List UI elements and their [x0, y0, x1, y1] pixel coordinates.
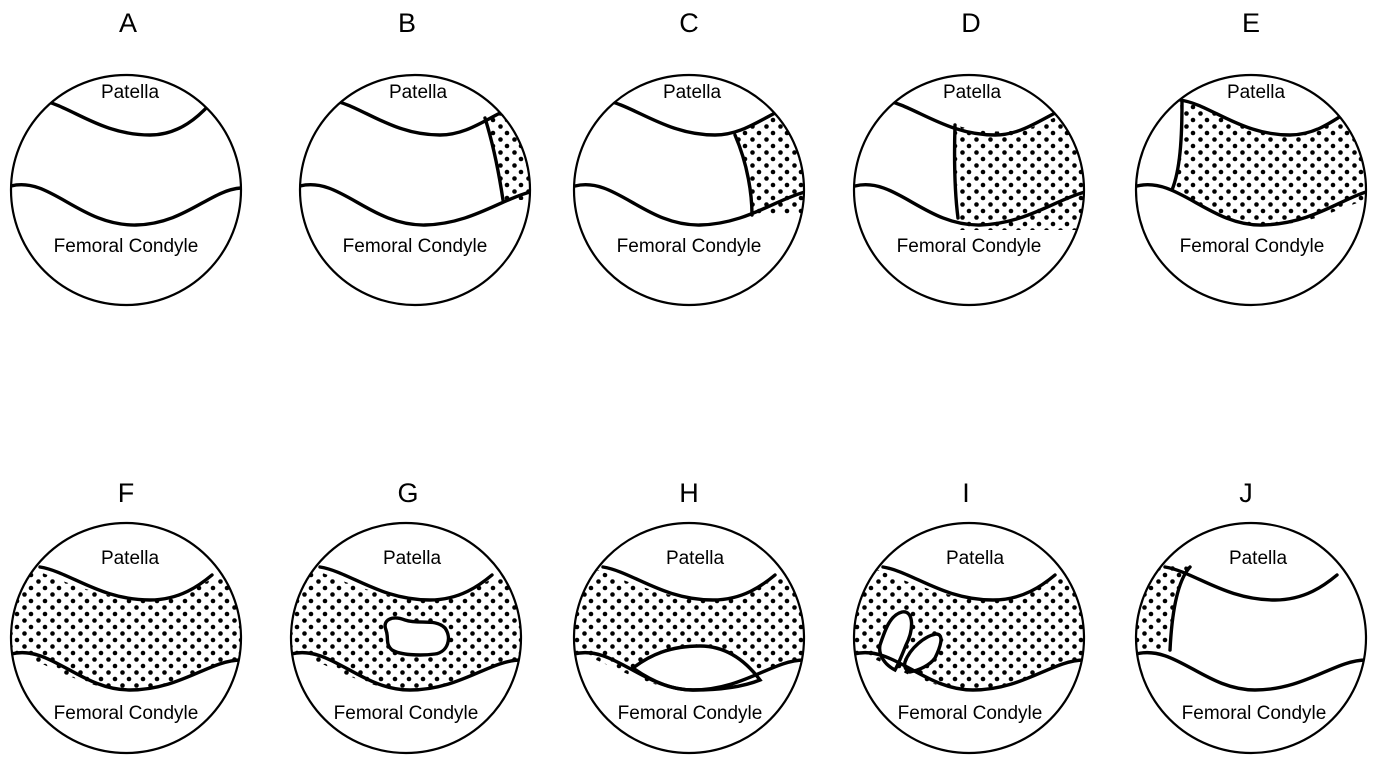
panel-letter: C: [679, 8, 699, 38]
femoral-condyle-label: Femoral Condyle: [897, 236, 1042, 257]
panel-letter: B: [398, 8, 416, 38]
patella-label: Patella: [101, 548, 160, 569]
panel-letter: A: [119, 8, 137, 38]
panel-i: I Patella Femoral Condyle: [848, 478, 1088, 753]
femoral-condyle-label: Femoral Condyle: [54, 703, 199, 724]
panel-letter: H: [679, 478, 699, 508]
panel-h: H Patella Femoral Condyle: [568, 478, 808, 753]
femoral-condyle-label: Femoral Condyle: [343, 236, 488, 257]
patella-label: Patella: [389, 82, 448, 103]
cartilage-defect: [385, 618, 448, 655]
patella-label: Patella: [101, 82, 160, 103]
femoral-condyle-label: Femoral Condyle: [334, 703, 479, 724]
panel-b: B Patella Femoral Condyle: [300, 8, 540, 305]
patella-label: Patella: [663, 82, 722, 103]
patella-label: Patella: [943, 82, 1002, 103]
panel-g: G Patella Femoral Condyle: [285, 478, 525, 753]
panel-c: C Patella Femoral Condyle: [574, 8, 815, 305]
patella-label: Patella: [1229, 548, 1288, 569]
femoral-condyle-label: Femoral Condyle: [1182, 703, 1327, 724]
panel-letter: G: [397, 478, 418, 508]
patella-label: Patella: [666, 548, 725, 569]
panel-letter: F: [118, 478, 135, 508]
panel-f: F Patella Femoral Condyle: [5, 478, 245, 753]
panel-d: D Patella Femoral Condyle: [854, 8, 1100, 305]
panel-letter: I: [962, 478, 970, 508]
patella-label: Patella: [1227, 82, 1286, 103]
femoral-condyle-label: Femoral Condyle: [54, 236, 199, 257]
femoral-condyle-label: Femoral Condyle: [898, 703, 1043, 724]
panel-letter: E: [1242, 8, 1260, 38]
patella-label: Patella: [946, 548, 1005, 569]
panel-e: E Patella Femoral Condyle: [1136, 8, 1370, 305]
femoral-condyle-label: Femoral Condyle: [1180, 236, 1325, 257]
panel-j: J Patella Femoral Condyle: [1130, 478, 1366, 753]
femoral-condyle-label: Femoral Condyle: [617, 236, 762, 257]
patella-label: Patella: [383, 548, 442, 569]
panel-letter: D: [961, 8, 981, 38]
panel-a: A Patella Femoral Condyle: [11, 8, 241, 305]
panel-letter: J: [1239, 478, 1253, 508]
femoral-condyle-label: Femoral Condyle: [618, 703, 763, 724]
